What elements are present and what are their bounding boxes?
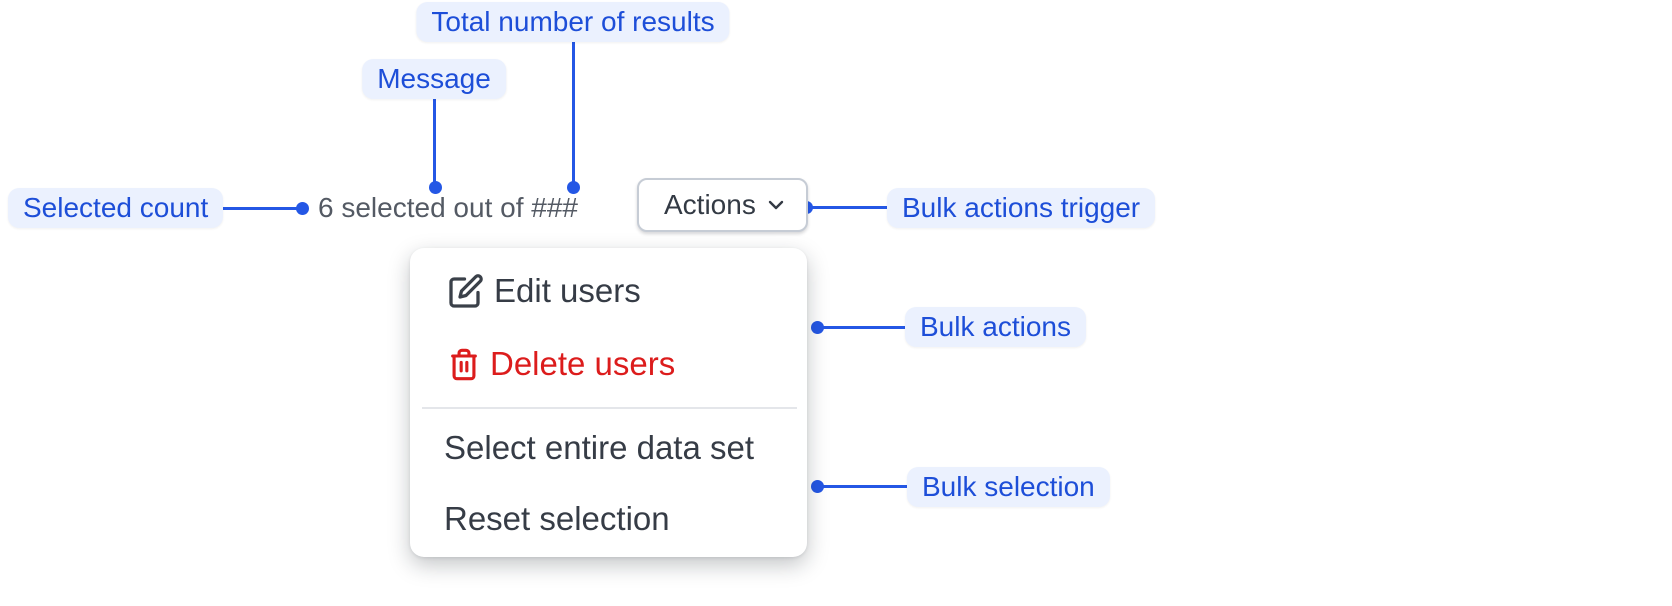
annotation-label-message: Message bbox=[362, 59, 506, 99]
connector-line-message bbox=[433, 97, 436, 183]
menu-item-delete-users[interactable]: Delete users bbox=[422, 337, 795, 391]
connector-line-selected-count bbox=[215, 207, 297, 210]
connector-dot-bulk-actions bbox=[811, 321, 824, 334]
menu-item-edit-users[interactable]: Edit users bbox=[422, 264, 795, 318]
selection-message: 6 selected out of ### bbox=[318, 192, 578, 223]
bulk-actions-menu: Edit users Delete users Select entire da… bbox=[410, 248, 807, 557]
annotation-label-total-results: Total number of results bbox=[416, 2, 730, 42]
connector-line-total-results bbox=[572, 40, 575, 182]
menu-item-label: Edit users bbox=[494, 272, 641, 309]
connector-dot-total-results bbox=[567, 181, 580, 194]
annotation-label-bulk-selection: Bulk selection bbox=[907, 467, 1110, 507]
menu-item-label: Select entire data set bbox=[444, 429, 755, 466]
connector-dot-message bbox=[429, 181, 442, 194]
menu-item-label: Delete users bbox=[490, 345, 676, 382]
annotation-label-selected-count: Selected count bbox=[8, 188, 224, 228]
menu-divider bbox=[422, 407, 797, 409]
menu-item-select-entire-data-set[interactable]: Select entire data set bbox=[422, 421, 795, 475]
connector-line-bulk-selection bbox=[817, 485, 907, 488]
connector-dot-selected-count bbox=[296, 202, 309, 215]
chevron-down-icon bbox=[764, 193, 788, 217]
actions-button[interactable]: Actions bbox=[637, 178, 808, 232]
menu-item-reset-selection[interactable]: Reset selection bbox=[422, 492, 795, 546]
trash-icon bbox=[447, 346, 481, 383]
annotation-label-bulk-actions: Bulk actions bbox=[905, 307, 1086, 347]
connector-dot-bulk-selection bbox=[811, 480, 824, 493]
connector-line-bulk-actions bbox=[817, 326, 905, 329]
edit-icon bbox=[447, 273, 485, 309]
actions-button-label: Actions bbox=[664, 189, 756, 220]
menu-item-label: Reset selection bbox=[444, 500, 670, 537]
connector-line-bulk-actions-trigger bbox=[806, 206, 887, 209]
annotation-label-bulk-actions-trigger: Bulk actions trigger bbox=[887, 188, 1156, 228]
